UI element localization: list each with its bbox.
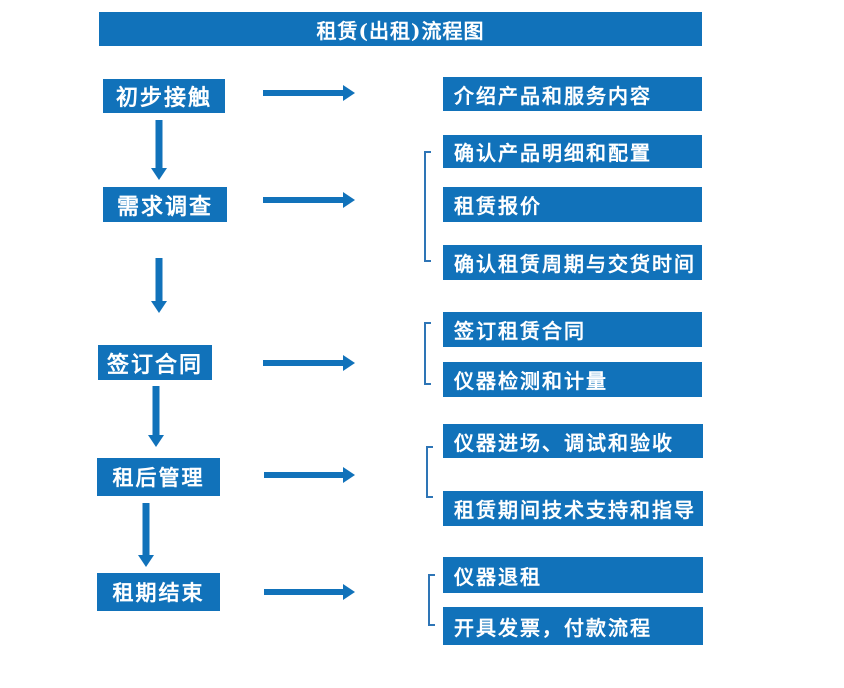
detail-box-s5-d2: 开具发票，付款流程 [443,607,703,645]
arrow-right-icon [263,192,355,208]
stage-box-initial-contact: 初步接触 [103,79,225,113]
arrow-right-icon [263,85,355,101]
arrow-down-icon [151,120,167,180]
arrow-shaft [264,472,343,478]
arrow-shaft [263,197,343,203]
arrow-shaft [264,589,343,595]
arrow-head [138,555,154,567]
detail-label: 仪器退租 [454,564,542,589]
detail-label: 签订租赁合同 [454,319,586,343]
detail-box-s1-d1: 介绍产品和服务内容 [443,77,702,111]
bracket-group-period-end [428,574,435,626]
stage-label: 签订合同 [106,351,203,378]
arrow-down-icon [148,386,164,447]
arrow-shaft [155,120,163,168]
arrow-right-icon [264,584,355,600]
arrow-head [343,355,355,371]
arrow-head [148,435,164,447]
arrow-shaft [155,258,163,301]
detail-box-s4-d1: 仪器进场、调试和验收 [443,424,703,458]
arrow-down-icon [151,258,167,313]
arrow-head [343,192,355,208]
arrow-down-icon [138,503,154,567]
detail-label: 确认产品明细和配置 [454,141,652,165]
detail-label: 介绍产品和服务内容 [454,83,652,108]
arrow-shaft [152,386,160,435]
arrow-head [151,301,167,313]
stage-label: 需求调查 [116,193,213,220]
arrow-head [151,168,167,180]
detail-box-s2-d3: 确认租赁周期与交货时间 [443,245,702,280]
detail-label: 开具发票，付款流程 [454,615,652,640]
stage-label: 初步接触 [115,85,212,111]
arrow-head [343,467,355,483]
detail-box-s5-d1: 仪器退租 [443,557,703,593]
detail-label: 仪器检测和计量 [454,369,608,393]
bracket-group-demand-survey [424,151,431,262]
arrow-right-icon [263,355,355,371]
detail-box-s3-d1: 签订租赁合同 [443,312,702,347]
arrow-head [343,85,355,101]
detail-label: 仪器进场、调试和验收 [454,430,674,455]
flowchart-title-text: 租赁(出租)流程图 [316,18,485,43]
stage-box-rental-period-end: 租期结束 [97,573,220,611]
detail-label: 租赁期间技术支持和指导 [454,498,696,522]
flowchart-title: 租赁(出租)流程图 [99,12,702,46]
bracket-group-sign-contract [424,322,431,385]
detail-label: 租赁报价 [454,194,542,218]
stage-label: 租后管理 [112,465,205,490]
arrow-shaft [142,503,150,555]
stage-box-post-rental-management: 租后管理 [97,458,220,496]
arrow-head [343,584,355,600]
detail-box-s2-d2: 租赁报价 [443,187,702,222]
detail-box-s4-d2: 租赁期间技术支持和指导 [443,491,703,526]
arrow-right-icon [264,467,355,483]
stage-box-sign-contract: 签订合同 [98,345,212,380]
detail-box-s3-d2: 仪器检测和计量 [443,362,702,397]
detail-box-s2-d1: 确认产品明细和配置 [443,135,702,168]
detail-label: 确认租赁周期与交货时间 [454,252,696,276]
arrow-shaft [263,90,343,96]
stage-label: 租期结束 [112,580,205,605]
arrow-shaft [263,360,343,366]
stage-box-demand-survey: 需求调查 [103,187,227,222]
bracket-group-post-rental [426,446,433,498]
